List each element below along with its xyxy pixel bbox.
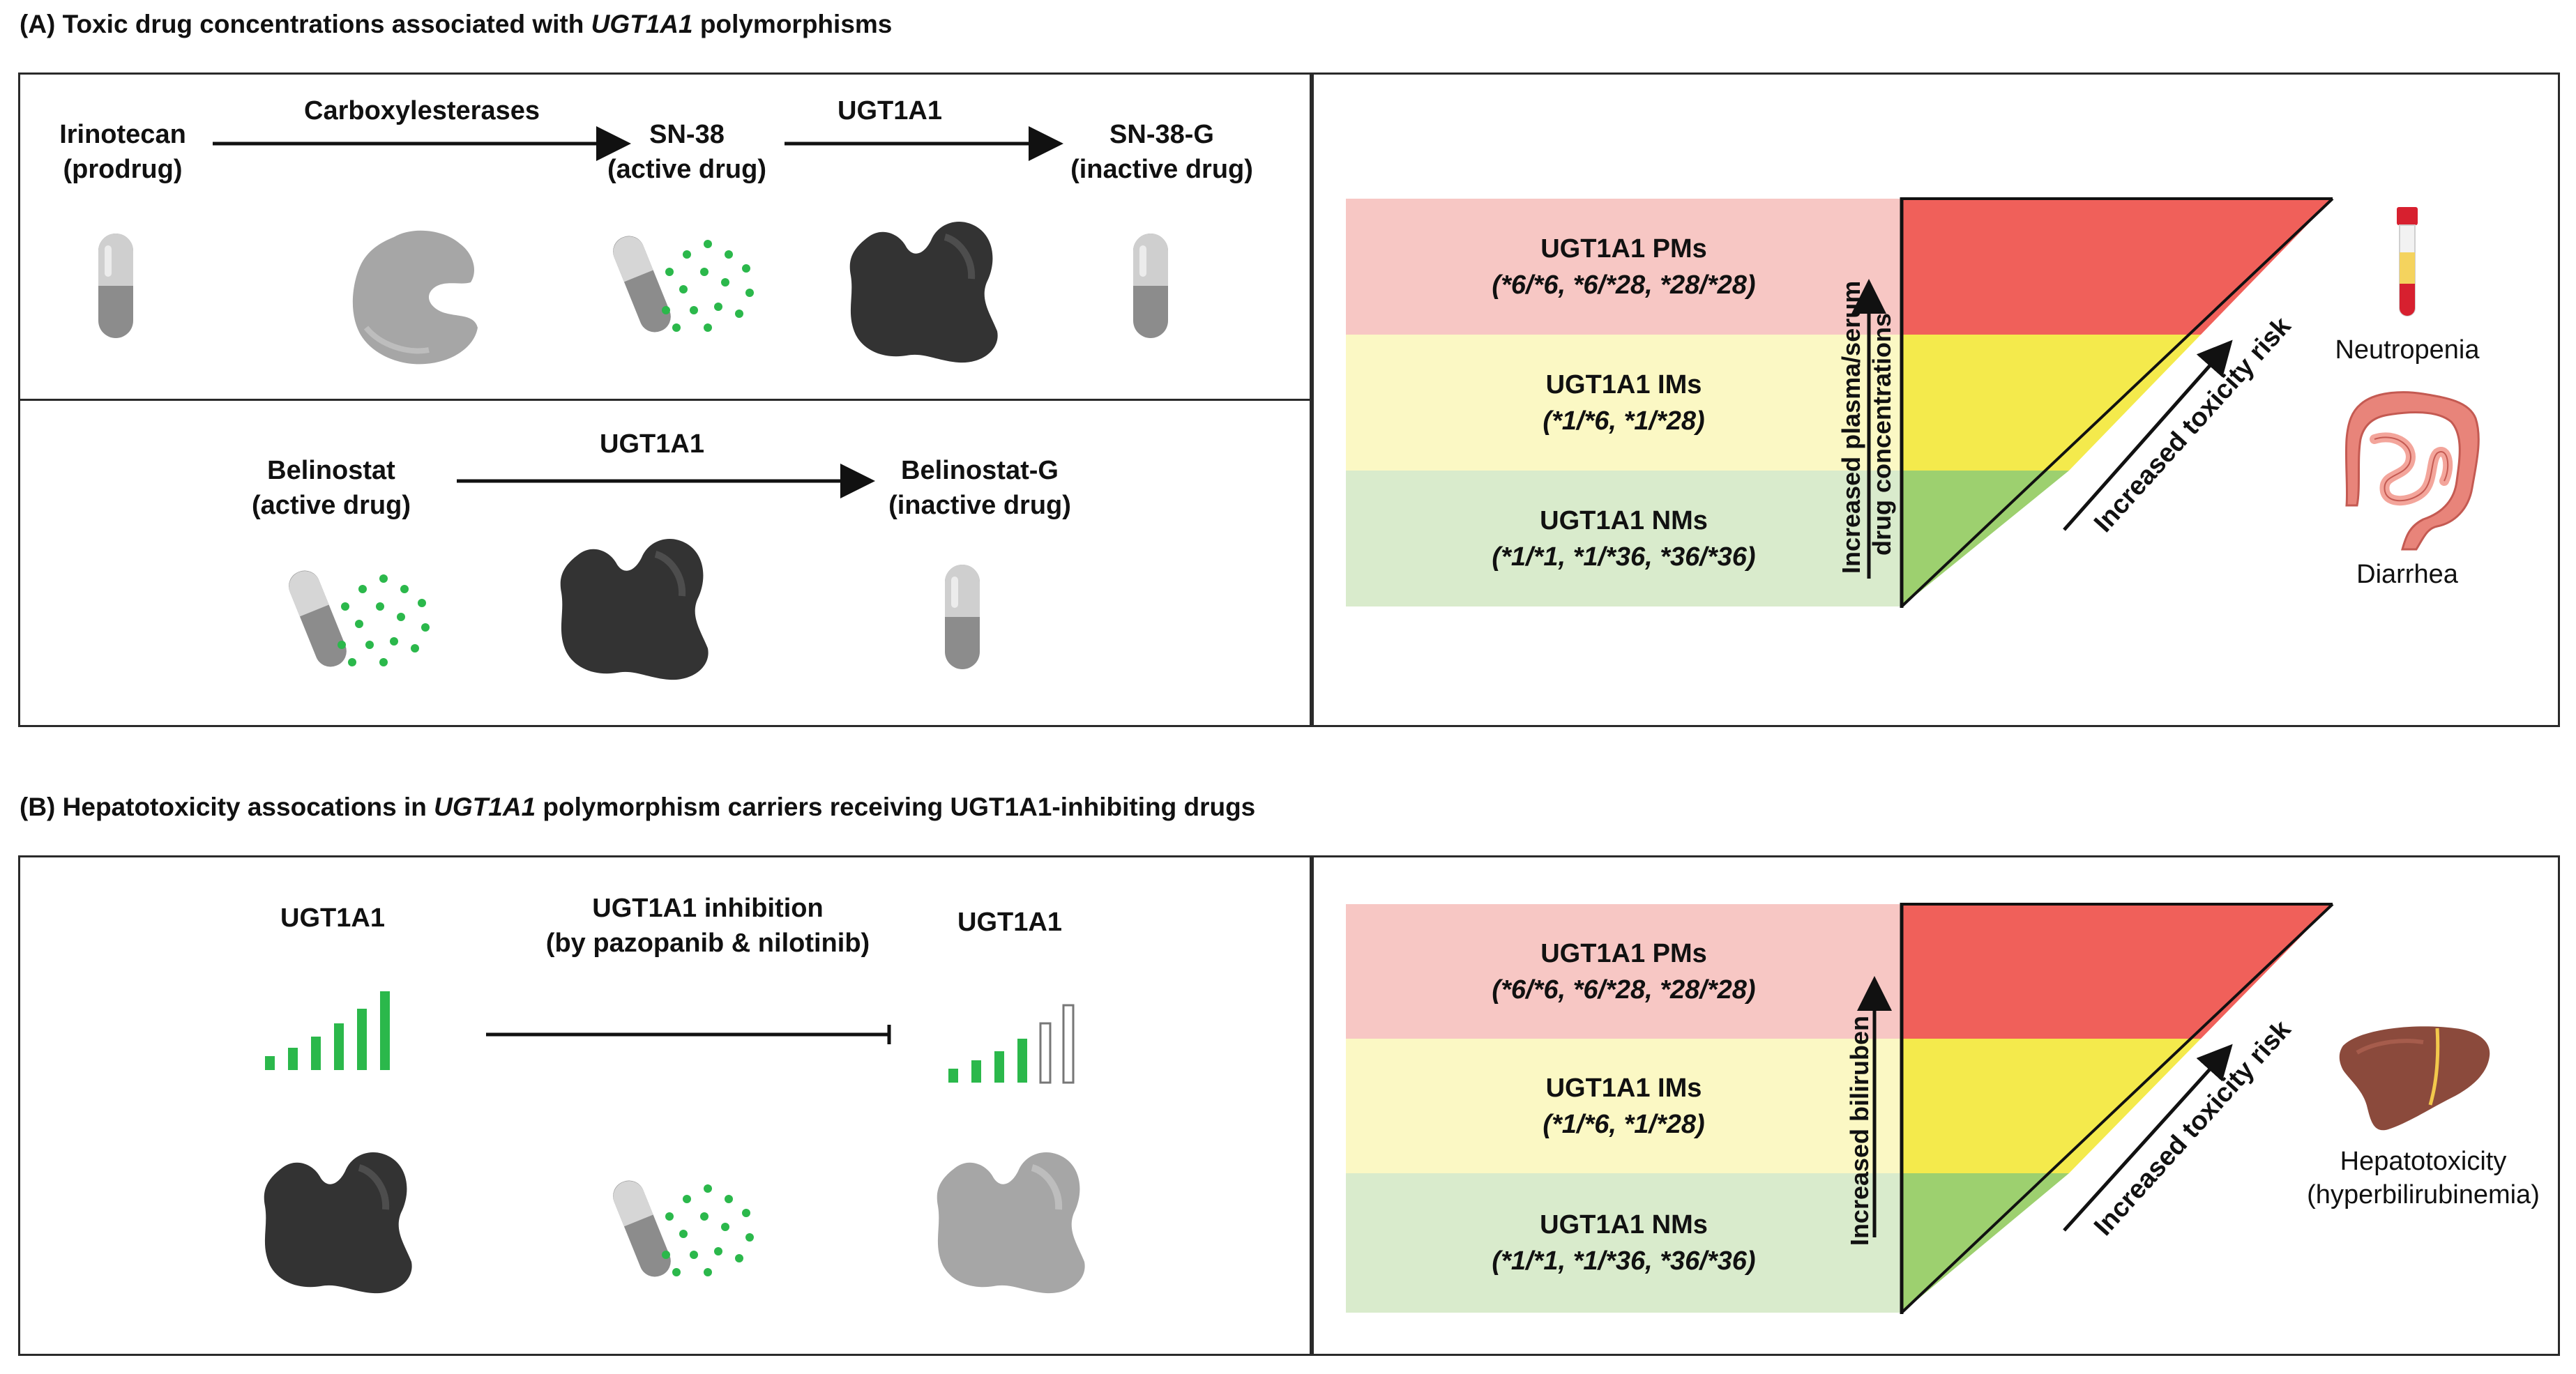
diarrhea-label: Diarrhea bbox=[2356, 560, 2458, 589]
liver-icon bbox=[2339, 1026, 2490, 1131]
ugt1a1-left-label: UGT1A1 bbox=[280, 903, 385, 933]
capsule-icon bbox=[945, 565, 980, 669]
intestine-icon bbox=[2344, 391, 2480, 551]
enzyme-icon bbox=[937, 1152, 1085, 1294]
test-tube-icon bbox=[2397, 207, 2418, 316]
sn38-label: SN-38(active drug) bbox=[607, 120, 767, 184]
pm-band-b: UGT1A1 PMs(*6/*6, *6/*28, *28/*28) bbox=[1346, 904, 1902, 1039]
sn38g-label: SN-38-G(inactive drug) bbox=[1070, 120, 1253, 184]
inhibition-label: UGT1A1 inhibition(by pazopanib & nilotin… bbox=[545, 894, 870, 958]
panel-a-divider bbox=[18, 399, 1314, 401]
panel-b-right bbox=[1310, 855, 2560, 1356]
section-b-heading: (B) Hepatotoxicity assocations in UGT1A1… bbox=[20, 793, 1256, 821]
vertical-label-b: Increased biliruben bbox=[1845, 1015, 1874, 1246]
belinostatg-label: Belinostat-G(inactive drug) bbox=[888, 456, 1071, 520]
capsule-icon bbox=[98, 234, 133, 338]
enzyme-icon bbox=[264, 1152, 412, 1294]
activity-bars-icon bbox=[948, 1004, 1075, 1084]
activity-bars-icon bbox=[265, 991, 390, 1070]
ugt1a1-right-label: UGT1A1 bbox=[957, 908, 1062, 937]
carboxylesterases-label: Carboxylesterases bbox=[304, 96, 540, 125]
im-band-a: UGT1A1 IMs(*1/*6, *1/*28) bbox=[1346, 335, 1902, 471]
belinostat-label: Belinostat(active drug) bbox=[251, 456, 411, 520]
neutropenia-label: Neutropenia bbox=[2335, 335, 2480, 365]
capsule-dots-icon bbox=[613, 1180, 754, 1277]
nm-band-b: UGT1A1 NMs(*1/*1, *1/*36, *36/*36) bbox=[1346, 1173, 1902, 1313]
capsule-icon bbox=[1133, 234, 1168, 338]
irinotecan-label: Irinotecan(prodrug) bbox=[59, 120, 186, 184]
pm-band-a: UGT1A1 PMs(*6/*6, *6/*28, *28/*28) bbox=[1346, 199, 1902, 335]
panel-b-left bbox=[18, 855, 1314, 1356]
capsule-dots-icon bbox=[289, 570, 430, 667]
capsule-dots-icon bbox=[613, 236, 754, 333]
hepatotoxicity-label: Hepatotoxicity(hyperbilirubinemia) bbox=[2307, 1147, 2540, 1209]
ugt1a1-enzyme-label: UGT1A1 bbox=[838, 96, 942, 125]
enzyme-icon bbox=[560, 538, 709, 680]
enzyme-icon bbox=[849, 221, 998, 363]
enzyme-icon bbox=[352, 230, 478, 365]
im-band-b: UGT1A1 IMs(*1/*6, *1/*28) bbox=[1346, 1039, 1902, 1173]
nm-band-a: UGT1A1 NMs(*1/*1, *1/*36, *36/*36) bbox=[1346, 471, 1902, 606]
section-a-heading: (A) Toxic drug concentrations associated… bbox=[20, 10, 893, 38]
ugt1a1-enzyme-label-belinostat: UGT1A1 bbox=[600, 429, 704, 459]
